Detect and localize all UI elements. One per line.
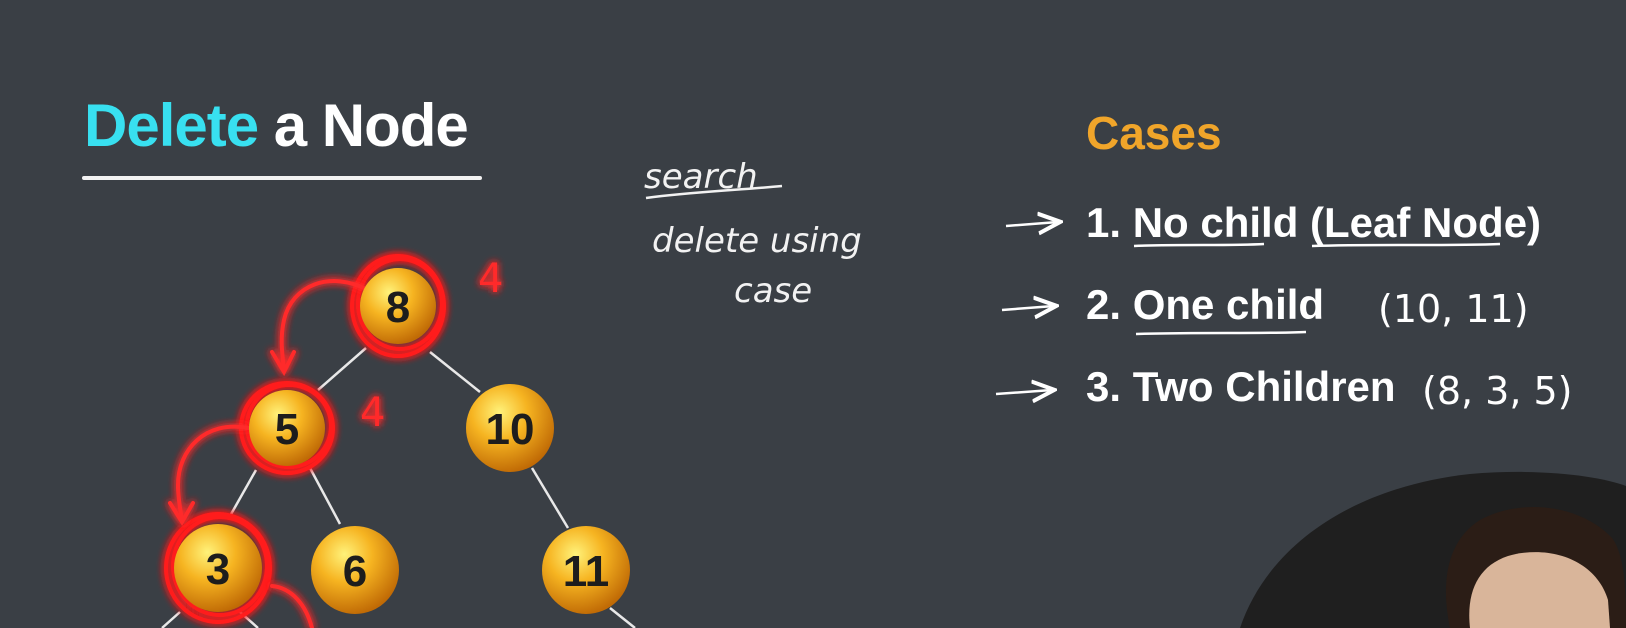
case-item-3: 3. Two Children — [1086, 366, 1396, 408]
edge-5-6 — [308, 467, 342, 525]
title-underline — [82, 176, 482, 180]
edge-8-10 — [429, 351, 481, 393]
tree-node-11: 11 — [542, 526, 630, 614]
case-3-label: Two Children — [1132, 363, 1396, 410]
case-item-2: 2. One child — [1086, 284, 1324, 326]
note-search: search — [644, 157, 758, 197]
underline-one-child — [1135, 330, 1307, 336]
title-rest: a Node — [258, 92, 469, 159]
tree-node-10: 10 — [466, 384, 554, 472]
cases-heading: Cases — [1086, 107, 1222, 159]
case-annotations: (10, 11) (8, 3, 5) — [1378, 287, 1573, 413]
note-search-underline — [645, 184, 783, 200]
edge-3-left — [161, 611, 181, 628]
node-label-6: 6 — [343, 547, 367, 596]
case-3-arrow — [995, 390, 1052, 394]
edge-8-5 — [317, 347, 367, 391]
page-title: Delete a Node — [84, 96, 469, 156]
node-label-5: 5 — [275, 405, 299, 454]
case-2-label: One child — [1132, 281, 1325, 328]
case-1-label: No child (Leaf Node) — [1132, 199, 1542, 246]
edge-10-11 — [530, 467, 570, 529]
tree-node-6: 6 — [311, 526, 399, 614]
traversal-arrows — [168, 279, 370, 628]
arrow-8-to-5 — [279, 279, 370, 372]
highlight-ring-3b — [171, 515, 269, 617]
underline-no-child — [1133, 242, 1265, 248]
case-underlines — [1133, 242, 1501, 336]
node-label-8: 8 — [386, 283, 410, 332]
note-delete-using: delete using — [652, 221, 862, 261]
case-item-1: 1. No child (Leaf Node) — [1086, 202, 1541, 244]
arrow-5-to-3-head — [168, 501, 195, 526]
node-label-3: 3 — [206, 545, 230, 594]
title-highlight: Delete — [84, 92, 259, 159]
case-2-annotation: (10, 11) — [1378, 287, 1529, 331]
highlight-ring-8b — [356, 257, 444, 351]
case-3-number: 3. — [1086, 363, 1122, 410]
case-2-number: 2. — [1086, 281, 1122, 328]
presenter-webcam — [1240, 471, 1626, 628]
edge-11-right — [609, 607, 636, 628]
case-2-arrow — [1001, 306, 1054, 310]
underline-leaf-node — [1311, 242, 1501, 248]
arrow-5-to-3 — [175, 424, 250, 522]
case-1-number: 1. — [1086, 199, 1122, 246]
tree-node-8: 8 — [360, 268, 436, 344]
depth-label-left: 4 — [360, 390, 385, 436]
case-arrows — [995, 222, 1058, 394]
tree-node-5: 5 — [249, 390, 325, 466]
depth-label-root: 4 — [478, 256, 503, 302]
note-case: case — [734, 271, 812, 311]
tree-nodes: 8 5 10 3 6 11 — [174, 268, 630, 614]
depth-annotations: 4 4 — [360, 256, 503, 436]
node-label-11: 11 — [563, 547, 610, 596]
node-label-10: 10 — [486, 405, 535, 454]
highlight-ring-8 — [350, 254, 446, 358]
case-1-arrow — [1005, 222, 1058, 226]
handwritten-notes: search delete using case — [644, 157, 862, 311]
arrow-3-down — [270, 584, 314, 628]
case-3-annotation: (8, 3, 5) — [1422, 369, 1573, 413]
tree-node-3: 3 — [174, 524, 262, 612]
highlight-ring-3 — [164, 512, 272, 624]
arrow-8-to-5-head — [270, 350, 296, 377]
edge-5-3 — [228, 469, 258, 517]
